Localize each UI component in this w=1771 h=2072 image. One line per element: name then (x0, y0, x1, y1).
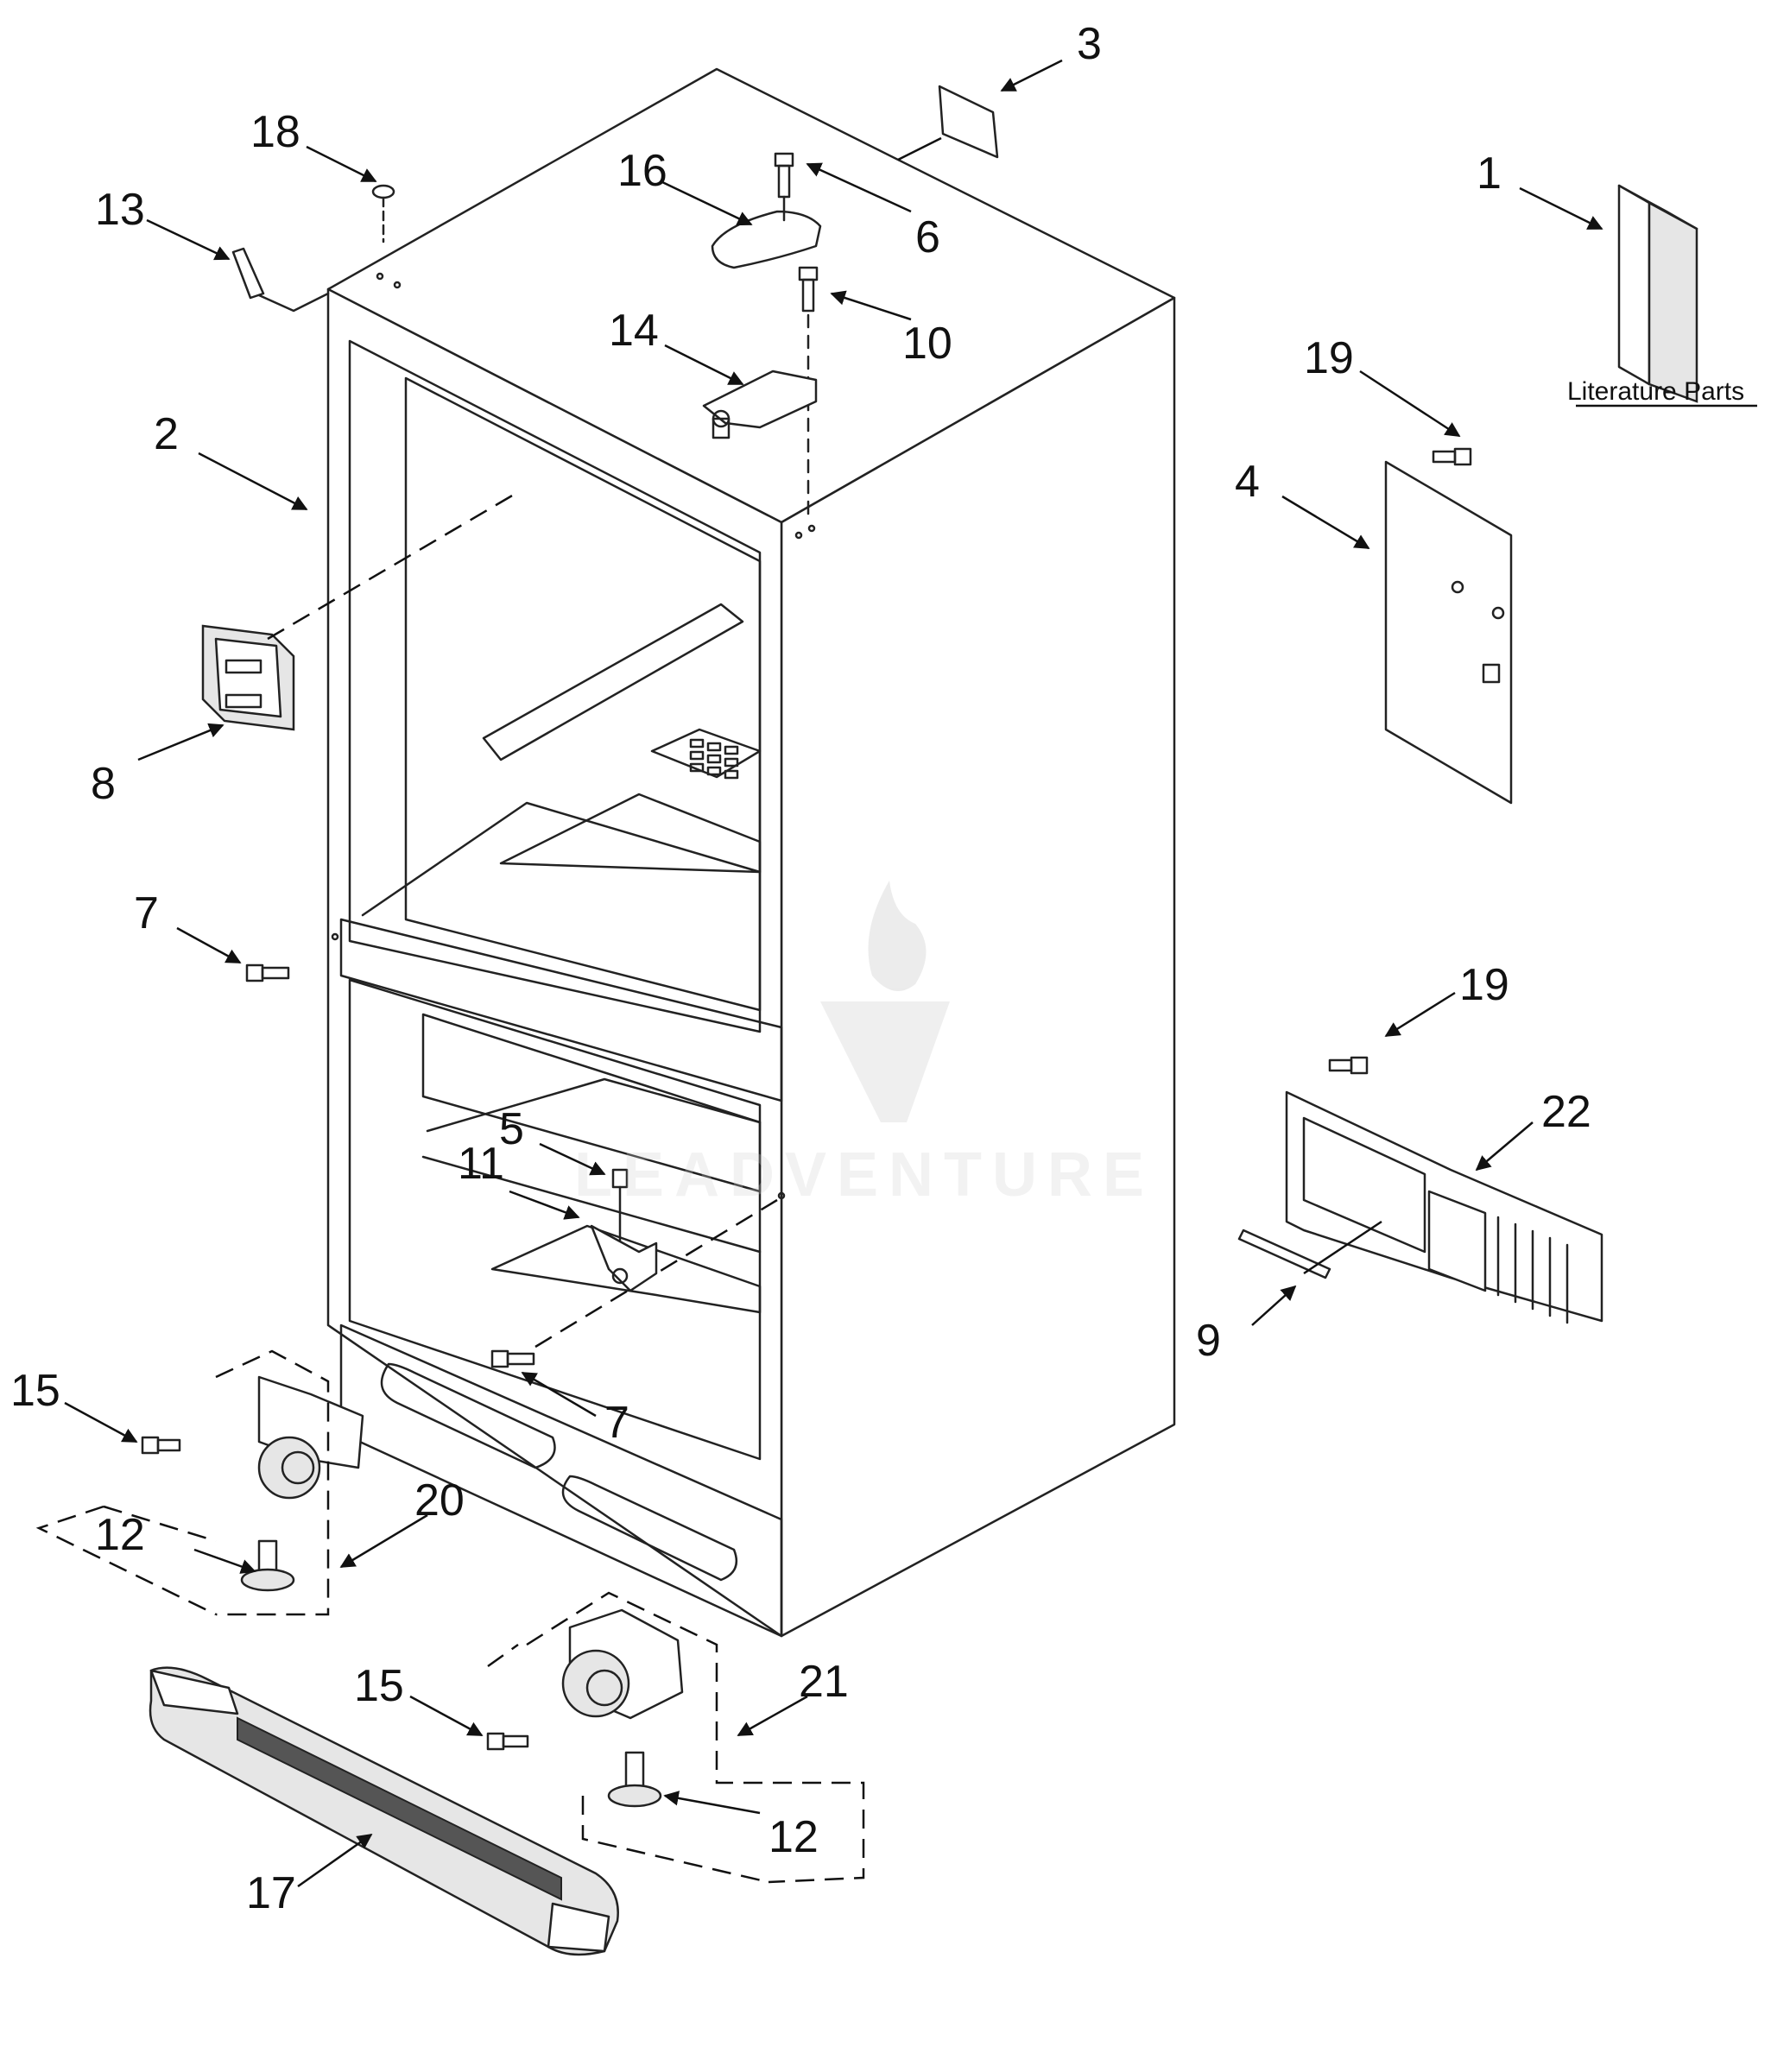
plug-18 (371, 184, 395, 243)
screw-6 (774, 152, 794, 222)
callout-17: 17 (246, 1868, 296, 1918)
roller-assembly-right (486, 1591, 865, 1884)
screw-10 (798, 266, 819, 520)
callout-14: 14 (609, 306, 659, 356)
screw-19-lower (1328, 1056, 1369, 1075)
callout-19-upper: 19 (1304, 333, 1354, 383)
cabinet (326, 67, 1176, 1638)
callouts: 1 2 3 4 5 6 7 7 8 9 10 11 12 12 13 14 15… (10, 19, 1744, 1918)
screw-7-upper (245, 963, 290, 982)
literature-book (1617, 184, 1698, 403)
callout-21: 21 (799, 1657, 849, 1707)
callout-20: 20 (414, 1475, 465, 1526)
callout-2: 2 (154, 409, 179, 459)
callout-18: 18 (250, 107, 300, 157)
callout-7-upper: 7 (134, 888, 159, 938)
back-panel (1384, 460, 1513, 805)
roller-assembly-left (35, 1349, 364, 1616)
callout-3: 3 (1077, 19, 1102, 69)
watermark: LEADVENTURE (574, 881, 1154, 1210)
callout-7-lower: 7 (604, 1398, 629, 1448)
callout-11: 11 (458, 1139, 504, 1189)
toe-grille (149, 1666, 619, 1956)
callout-9: 9 (1196, 1316, 1221, 1366)
screw-7-lower (490, 1198, 778, 1368)
leader-arrows (64, 59, 1603, 1888)
screw-19-upper (1432, 447, 1472, 466)
callout-8: 8 (91, 759, 116, 809)
shelf-bracket (590, 1168, 658, 1292)
machine-cover (1285, 1090, 1603, 1324)
label-part (938, 85, 999, 159)
vent-slats (1496, 1216, 1569, 1324)
callout-4: 4 (1235, 457, 1260, 507)
clip-13 (231, 247, 330, 313)
dashed-guide (267, 490, 519, 641)
leader-line (897, 136, 942, 161)
callout-19-lower: 19 (1459, 960, 1509, 1010)
hinge-bracket (702, 370, 818, 439)
callout-10: 10 (902, 319, 952, 369)
callout-22: 22 (1541, 1087, 1591, 1137)
callout-12-left: 12 (95, 1510, 145, 1560)
callout-6: 6 (915, 212, 940, 262)
gasket-strip (1237, 1229, 1331, 1279)
callout-12-right: 12 (768, 1812, 819, 1862)
vent-grid (689, 738, 739, 780)
callout-16: 16 (617, 146, 667, 196)
literature-parts-label: Literature Parts (1567, 377, 1744, 406)
callout-1: 1 (1477, 148, 1502, 199)
control-module (201, 624, 295, 731)
callout-15-left: 15 (10, 1366, 60, 1416)
leader-line (1303, 1220, 1382, 1275)
callout-5: 5 (499, 1104, 524, 1154)
watermark-text: LEADVENTURE (574, 1140, 1154, 1210)
callout-15-right: 15 (354, 1661, 404, 1711)
callout-13: 13 (95, 185, 145, 235)
